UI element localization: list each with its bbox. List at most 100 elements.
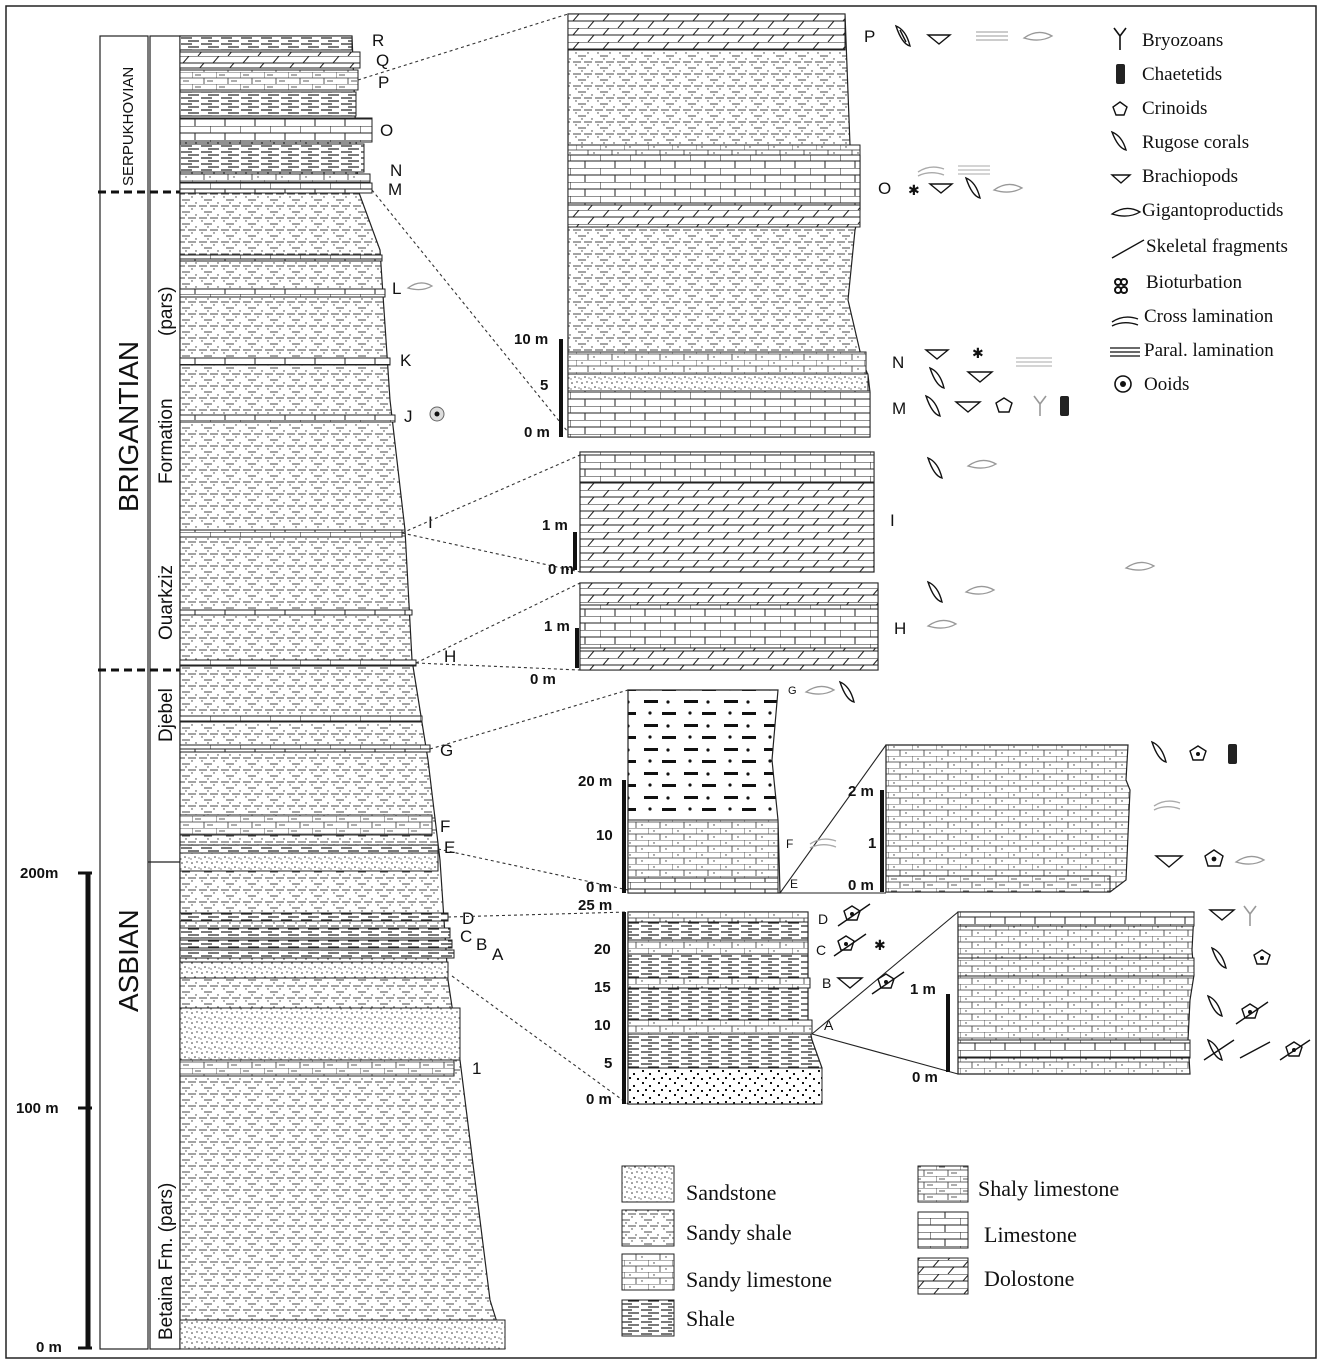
- correlation-lines: [357, 13, 629, 1105]
- rugose-coral-icon: [1210, 946, 1227, 969]
- parallel-lamination-icon: [958, 165, 990, 175]
- detail-label-C: C: [816, 942, 826, 958]
- legend-swatch-shaly-limestone: [917, 1165, 969, 1203]
- crinoid-icon: [837, 935, 855, 951]
- legend-ooids: Ooids: [1144, 374, 1189, 395]
- bed-H: [179, 659, 417, 667]
- lithology-legend: Sandstone Sandy shale Sandy limestone Sh…: [621, 1165, 1119, 1337]
- label-M: M: [388, 180, 402, 199]
- legend-swatch-sandy-limestone: [621, 1253, 675, 1291]
- rugose-coral-icon: [1206, 1038, 1223, 1061]
- rugose-coral-icon: [926, 456, 943, 479]
- bed-I: [179, 529, 403, 538]
- bed-B: [179, 939, 453, 949]
- skeletal-fragment-icon: [1239, 1041, 1271, 1059]
- scale-H-0: 0 m: [530, 671, 556, 688]
- label-1: 1: [472, 1059, 481, 1078]
- formation-djebel: Djebel: [156, 688, 177, 742]
- rugose-coral-icon: [838, 680, 855, 703]
- rugose-coral-icon: [926, 580, 943, 603]
- rugose-coral-icon: [894, 24, 911, 47]
- bed-Q: [179, 51, 361, 69]
- legend-swatch-sandstone: [621, 1165, 675, 1203]
- legend-limestone: Limestone: [984, 1222, 1077, 1247]
- parallel-lamination-icon: [1016, 357, 1052, 367]
- ooid-icon: [1114, 375, 1132, 393]
- rugose-coral-icon: [1206, 994, 1223, 1017]
- chaetetid-icon: [1116, 64, 1125, 84]
- bed-GH: [179, 715, 423, 723]
- stage-serpukhovian: SERPUKHOVIAN: [120, 67, 137, 186]
- skeletal-fragment-icon: [1235, 1001, 1269, 1025]
- label-I: I: [428, 513, 433, 532]
- label-L: L: [392, 279, 401, 298]
- legend-swatch-limestone: [917, 1211, 969, 1249]
- label-E: E: [444, 838, 455, 857]
- scale-H-1: 1 m: [544, 618, 570, 635]
- gigantoproductid-icon: [992, 183, 1024, 193]
- label-R: R: [372, 31, 384, 50]
- scale-DA-0: 0 m: [586, 1091, 612, 1108]
- detail-label-A: A: [824, 1017, 834, 1033]
- bioturbation-icon: [1114, 278, 1128, 294]
- detail-label-H: H: [894, 619, 906, 638]
- legend-skeletal-fragments: Skeletal fragments: [1146, 236, 1288, 257]
- bed-E: [179, 844, 439, 854]
- bryozoan-icon: [1113, 27, 1127, 50]
- stage-column: SERPUKHOVIAN BRIGANTIAN ASBIAN Ouarkziz …: [98, 35, 181, 1350]
- main-bed-labels: R Q P O N M L K J I H G F E D C B A 1: [372, 31, 504, 1078]
- bryozoan-icon: [1243, 905, 1257, 926]
- legend-crinoids: Crinoids: [1142, 98, 1207, 119]
- chaetetid-icon: [1228, 744, 1237, 764]
- scale-DA-10: 10: [594, 1017, 611, 1034]
- main-scale-bar: 200m 100 m 0 m: [16, 865, 92, 1356]
- bed-E-sand: [179, 852, 439, 872]
- scale-label-100: 100 m: [16, 1100, 59, 1117]
- crinoid-icon: [1112, 101, 1128, 116]
- detail-label-P: P: [864, 27, 875, 46]
- label-A: A: [492, 945, 504, 964]
- bed-F: [179, 814, 433, 836]
- label-N: N: [390, 161, 402, 180]
- brachiopod-icon: [924, 349, 950, 360]
- cross-lamination-icon: [809, 838, 837, 849]
- bed-PO: [179, 91, 357, 117]
- gigantoproductid-icon: [1234, 855, 1266, 865]
- detail-label-F: F: [786, 837, 793, 851]
- label-H: H: [444, 647, 456, 666]
- scale-FE-1: 1: [868, 835, 876, 852]
- fossil-symbols: ✱ ✱: [804, 24, 1311, 1061]
- gigantoproductid-icon: [1022, 31, 1054, 41]
- brachiopod-icon: [836, 977, 864, 989]
- bed-J: [179, 414, 396, 423]
- scale-label-200: 200m: [20, 865, 58, 882]
- scale-A-0: 0 m: [912, 1069, 938, 1086]
- label-F: F: [440, 817, 450, 836]
- skeletal-fragment-icon: [871, 971, 905, 995]
- legend-sandy-shale: Sandy shale: [686, 1220, 792, 1245]
- detail-label-B: B: [822, 975, 831, 991]
- scale-DA-20: 20: [594, 941, 611, 958]
- bioturbation-icon: ✱: [874, 937, 886, 953]
- scale-DA-25: 25 m: [578, 897, 612, 914]
- detail-section-G-E: 20 m 10 0 m G F E: [578, 685, 798, 896]
- parallel-lamination-icon: [976, 31, 1008, 41]
- legend-brachiopods: Brachiopods: [1142, 166, 1238, 187]
- skeletal-fragment-icon: [1279, 1039, 1311, 1061]
- crinoid-icon: [1253, 949, 1271, 965]
- bed-M: [179, 182, 373, 194]
- fossil-legend: Bryozoans Chaetetids Crinoids Rugose cor…: [1110, 27, 1288, 395]
- stage-asbian: ASBIAN: [113, 909, 144, 1012]
- skeletal-fragment-icon: [1111, 239, 1145, 259]
- legend-cross-lamination: Cross lamination: [1144, 306, 1274, 327]
- crinoid-icon: [995, 397, 1013, 413]
- label-O: O: [380, 121, 393, 140]
- bed-L: [179, 288, 386, 298]
- stage-brigantian: BRIGANTIAN: [113, 341, 144, 512]
- detail-label-M: M: [892, 399, 906, 418]
- bed-P: [179, 69, 359, 91]
- legend-gigantoproductids: Gigantoproductids: [1142, 200, 1283, 221]
- scale-FE-2: 2 m: [848, 783, 874, 800]
- formation-ouarkziz: Ouarkziz: [156, 565, 177, 640]
- scale-label-0: 0 m: [36, 1339, 62, 1356]
